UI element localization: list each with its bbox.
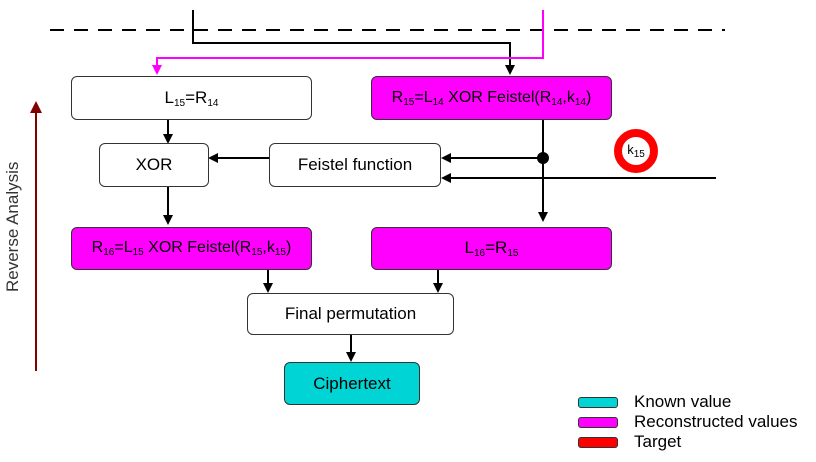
l15-box: L15=R14 <box>71 76 312 120</box>
legend-item-target: Target <box>578 432 681 452</box>
r15-label: R15=L14 XOR Feistel(R14,k14) <box>391 88 592 108</box>
legend-label-reconstructed: Reconstructed values <box>634 412 798 431</box>
legend-label-target: Target <box>634 432 682 451</box>
r15-box: R15=L14 XOR Feistel(R14,k14) <box>371 76 612 120</box>
l16-label: L16=R15 <box>464 238 519 259</box>
r16-box: R16=L15 XOR Feistel(R15,k15) <box>71 227 312 270</box>
connector-to-r15 <box>192 10 515 75</box>
legend-swatch-reconstructed <box>578 416 618 428</box>
legend-label-known: Known value <box>634 392 732 411</box>
legend-item-reconstructed: Reconstructed values <box>578 412 797 432</box>
l16-box: L16=R15 <box>371 227 612 270</box>
reverse-analysis-label: Reverse Analysis <box>3 161 22 292</box>
ciphertext-box: Ciphertext <box>284 362 420 405</box>
feistel-function-box: Feistel function <box>269 143 441 187</box>
r16-label: R16=L15 XOR Feistel(R15,k15) <box>91 239 292 258</box>
legend-swatch-known <box>578 396 618 408</box>
target-k15: k15 <box>614 129 658 173</box>
legend-swatch-target <box>578 436 618 448</box>
final-permutation-box: Final permutation <box>247 293 454 335</box>
l15-label: L15=R14 <box>164 87 219 109</box>
xor-box: XOR <box>99 143 209 187</box>
target-k15-label: k15 <box>627 142 645 160</box>
legend-item-known: Known value <box>578 392 731 412</box>
connector-to-l15 <box>152 10 544 75</box>
